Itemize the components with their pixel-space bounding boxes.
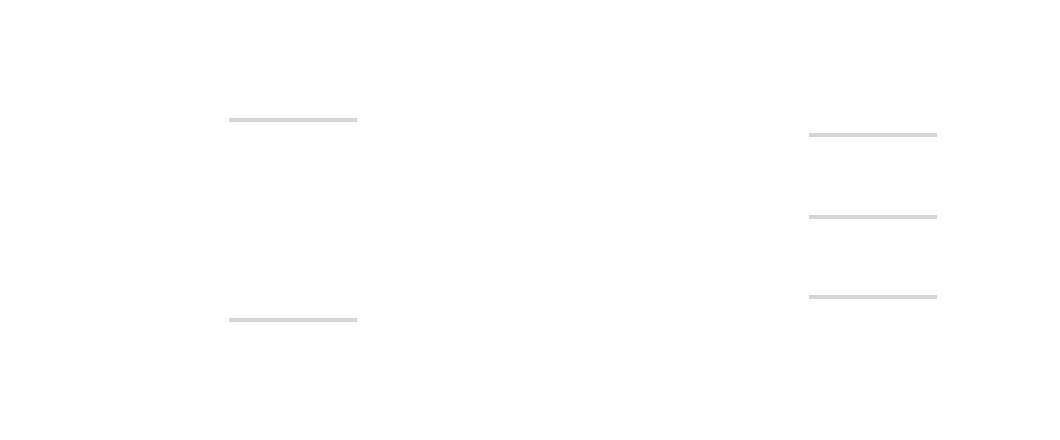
skeleton-line bbox=[229, 118, 357, 122]
skeleton-line bbox=[809, 295, 937, 299]
skeleton-line bbox=[809, 215, 937, 219]
skeleton-line bbox=[229, 318, 357, 322]
skeleton-line bbox=[809, 133, 937, 137]
